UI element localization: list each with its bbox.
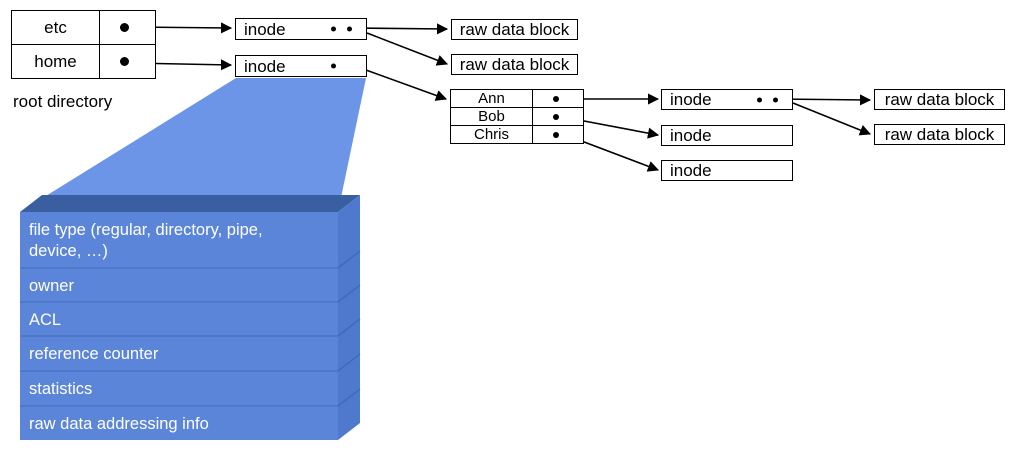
root-entry-pointer-etc [100, 11, 155, 44]
root-entry-name-etc: etc [12, 11, 100, 44]
raw-data-block-label: raw data block [459, 55, 570, 74]
pointer-dot-icon [331, 63, 336, 69]
root-entry-name-home: home [12, 45, 100, 78]
raw-data-block-etc-2: raw data block [451, 54, 578, 75]
raw-data-block-ann-2: raw data block [874, 124, 1005, 145]
pointer-dot-icon [553, 131, 559, 138]
inode-box-etc: inode [235, 18, 367, 40]
home-directory-table: Ann Bob Chris [450, 89, 584, 144]
table-row: Chris [451, 126, 583, 143]
inode-box-ann: inode [661, 89, 793, 110]
root-directory-caption: root directory [13, 92, 113, 111]
inode-box-home: inode [235, 55, 367, 77]
inode-field-statistics: statistics [29, 380, 93, 398]
root-entry-pointer-home [100, 45, 155, 78]
home-entry-name-chris: Chris [451, 126, 533, 143]
pointer-dot-icon [553, 113, 559, 120]
pointer-dot-icon [773, 97, 778, 102]
inode-detail-panel: file type (regular, directory, pipe, dev… [0, 190, 380, 464]
pointer-dot-icon [331, 26, 336, 32]
inode-pointer-dots [757, 97, 778, 102]
home-entry-pointer-bob [533, 108, 583, 125]
inode-label: inode [244, 19, 286, 39]
pointer-dot-icon [553, 95, 559, 102]
inode-field-file-type: file type (regular, directory, pipe, dev… [29, 221, 263, 261]
home-entry-pointer-ann [533, 90, 583, 107]
inode-pointer-dots [331, 63, 336, 69]
home-entry-name-bob: Bob [451, 108, 533, 125]
raw-data-block-label: raw data block [884, 125, 995, 144]
pointer-dot-icon [120, 23, 129, 32]
table-row: Bob [451, 108, 583, 126]
raw-data-block-label: raw data block [459, 20, 570, 39]
pointer-dot-icon [120, 57, 129, 66]
raw-data-block-label: raw data block [884, 90, 995, 109]
inode-box-chris: inode [661, 160, 793, 181]
table-row: etc [12, 11, 155, 45]
inode-field-raw-data-addressing-info: raw data addressing info [29, 415, 209, 433]
table-row: home [12, 45, 155, 78]
inode-box-bob: inode [661, 125, 793, 146]
raw-data-block-etc-1: raw data block [451, 19, 578, 40]
pointer-dot-icon [757, 97, 762, 102]
inode-pointer-dots [331, 26, 352, 32]
table-row: Ann [451, 90, 583, 108]
inode-label: inode [244, 56, 286, 76]
pointer-dot-icon [347, 26, 352, 32]
home-entry-pointer-chris [533, 126, 583, 143]
inode-label: inode [670, 126, 712, 145]
raw-data-block-ann-1: raw data block [874, 89, 1005, 110]
home-entry-name-ann: Ann [451, 90, 533, 107]
inode-field-reference-counter: reference counter [29, 345, 159, 363]
inode-field-owner: owner [29, 277, 74, 295]
inode-label: inode [670, 90, 712, 109]
inode-label: inode [670, 161, 712, 180]
root-directory-table: etc home [11, 10, 156, 79]
inode-field-acl: ACL [29, 311, 62, 329]
